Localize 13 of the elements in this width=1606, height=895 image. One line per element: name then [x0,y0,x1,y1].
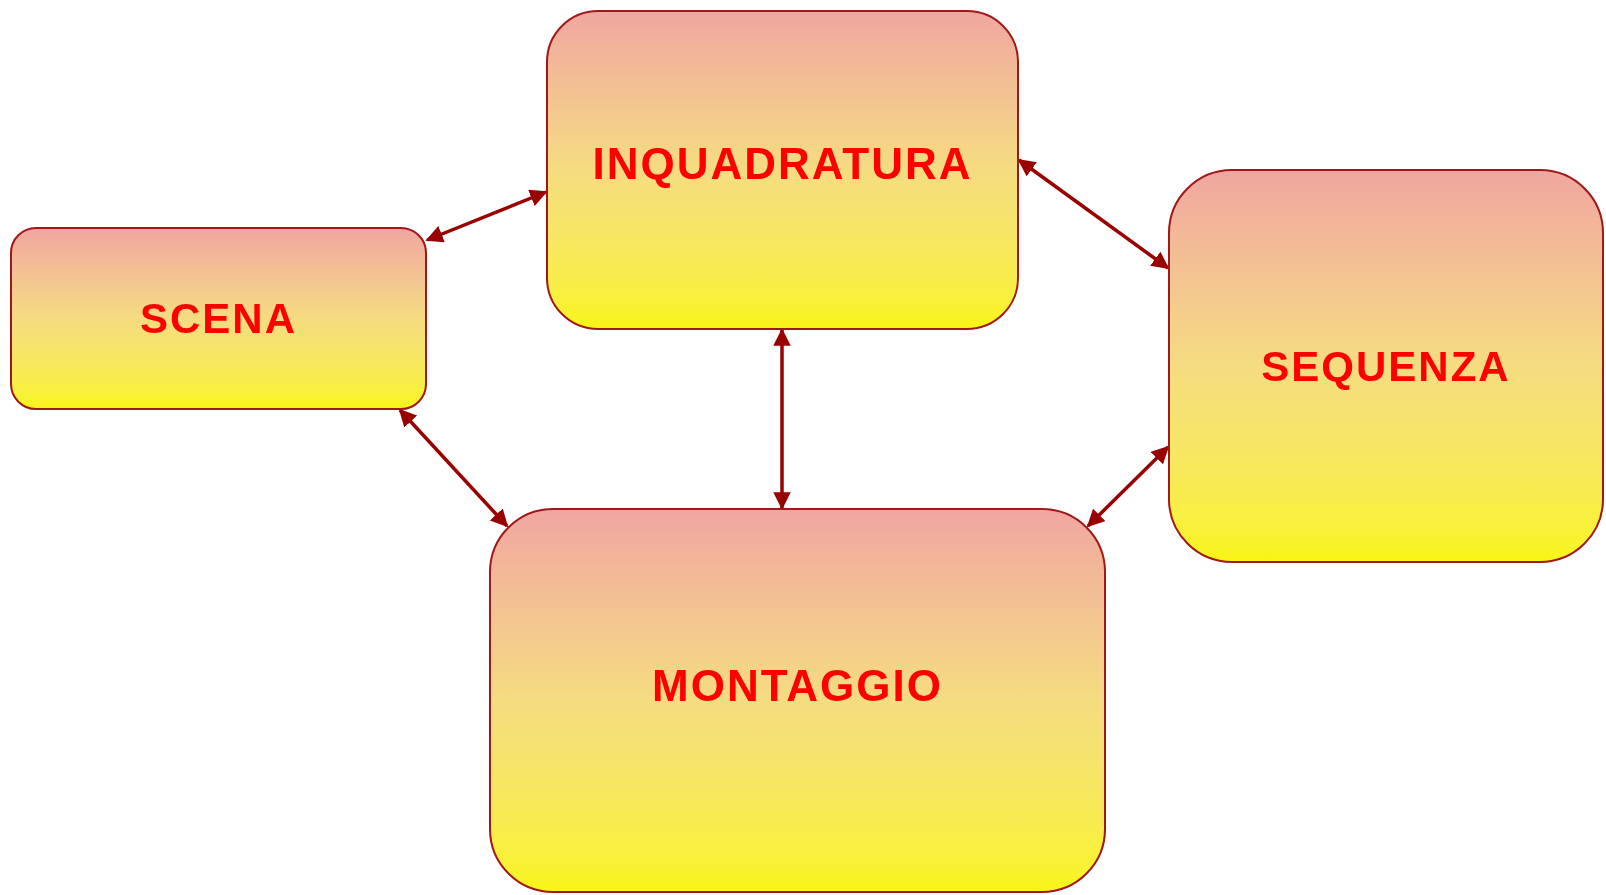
double-arrow [1086,445,1170,528]
double-arrow [1017,158,1170,270]
rounded-box [489,508,1106,893]
double-arrow [773,328,791,510]
rounded-box [10,227,427,410]
box-label: SEQUENZA [1261,341,1511,392]
rounded-box [546,10,1019,330]
rounded-box [1168,169,1604,563]
double-arrow [398,408,509,528]
box-label: MONTAGGIO [652,659,943,712]
box-label: SCENA [140,294,297,344]
box-label: INQUADRATURA [592,138,973,190]
double-arrow [425,189,548,243]
